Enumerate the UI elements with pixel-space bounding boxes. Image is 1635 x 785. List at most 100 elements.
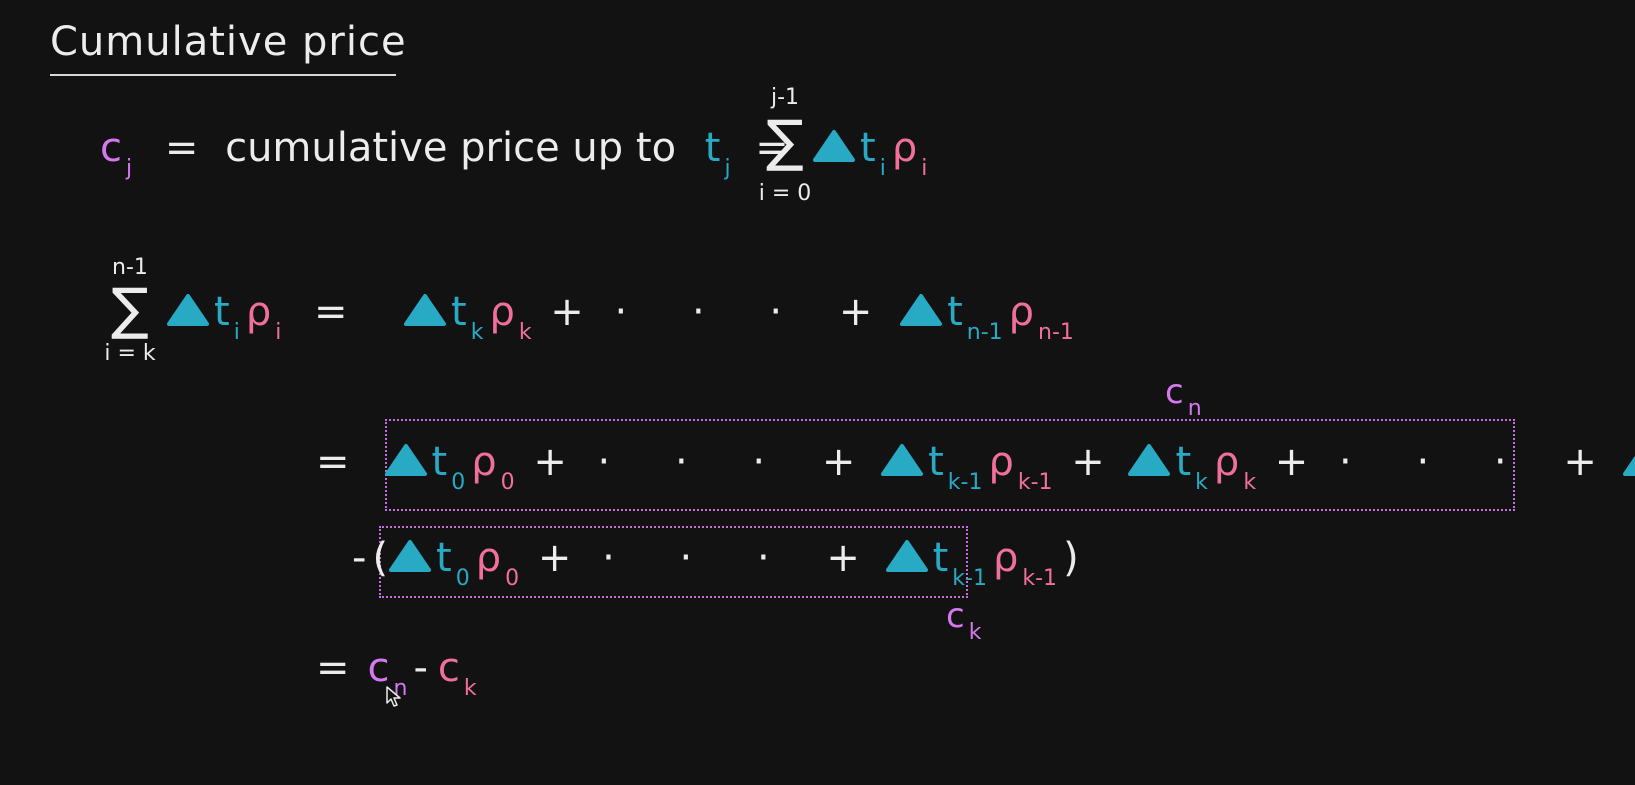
equals-sign: = <box>314 289 348 335</box>
t-subscript: k-1 <box>952 566 987 591</box>
c-symbol: c <box>946 596 965 636</box>
sum-lower-limit: i = 0 <box>758 181 812 206</box>
summation-k: n-1 ∑ i = k <box>90 255 170 385</box>
summation-j: j-1 ∑ i = 0 <box>745 85 825 215</box>
t-symbol: t <box>928 439 944 485</box>
sigma-symbol: ∑ <box>766 109 804 174</box>
p-symbol: ρ <box>1008 289 1035 335</box>
ellipsis: · · · <box>1339 439 1533 485</box>
t-subscript: k-1 <box>947 470 983 495</box>
plus-sign: + <box>1563 439 1597 485</box>
delta-triangle-icon <box>900 294 943 326</box>
c-subscript: n <box>393 676 408 701</box>
page-title: Cumulative price <box>50 19 407 65</box>
delta-triangle-icon <box>384 444 427 476</box>
title-underline <box>50 74 396 76</box>
t-subscript: i <box>233 320 240 345</box>
t-symbol: t <box>704 125 721 171</box>
t-subscript: j <box>724 156 731 181</box>
delta-triangle-icon <box>404 294 446 326</box>
equals-sign: = <box>164 125 199 171</box>
equals-sign: = <box>755 125 789 171</box>
p-subscript: i <box>275 320 282 345</box>
t-subscript: 0 <box>455 566 470 591</box>
p-subscript: k <box>1243 470 1257 495</box>
plus-sign: + <box>1274 439 1309 485</box>
c-subscript: k <box>968 620 982 645</box>
p-subscript: k-1 <box>1017 470 1053 495</box>
ellipsis: · · · <box>614 289 809 335</box>
p-subscript: 0 <box>505 566 520 591</box>
t-subscript: i <box>879 156 886 181</box>
p-subscript: k <box>518 320 532 345</box>
delta-triangle-icon <box>885 540 928 572</box>
p-symbol: ρ <box>891 125 918 171</box>
p-symbol: ρ <box>489 289 515 335</box>
p-subscript: 0 <box>500 470 515 495</box>
ellipsis: · · · <box>602 535 796 581</box>
p-symbol: ρ <box>988 439 1014 485</box>
sigma-symbol: ∑ <box>111 277 149 342</box>
c-symbol: c <box>437 645 460 691</box>
t-symbol: t <box>451 289 467 335</box>
delta-triangle-icon <box>1622 455 1635 476</box>
plus-sign: + <box>533 439 567 485</box>
title-block: Cumulative price <box>50 19 407 76</box>
p-symbol: ρ <box>475 535 502 581</box>
p-symbol: ρ <box>992 535 1019 581</box>
t-symbol: t <box>860 125 876 171</box>
t-subscript: k <box>1195 470 1208 495</box>
ck-dotted-box <box>379 526 968 598</box>
t-symbol: t <box>947 289 963 335</box>
t-subscript: n-1 <box>966 320 1003 345</box>
t-subscript: k <box>470 320 484 345</box>
mouse-cursor-icon <box>386 686 401 707</box>
left-parenthesis: ( <box>372 535 389 581</box>
p-subscript: n-1 <box>1038 320 1074 345</box>
c-symbol: c <box>1165 372 1184 412</box>
sum-upper-limit: n-1 <box>112 255 148 280</box>
p-symbol: ρ <box>245 289 272 335</box>
minus-sign: - <box>413 645 428 691</box>
delta-triangle-icon <box>881 444 924 476</box>
ellipsis: · · · <box>597 439 792 485</box>
plus-sign: + <box>826 535 860 581</box>
plus-sign: + <box>1071 439 1105 485</box>
equals-sign: = <box>316 439 350 485</box>
sum-lower-limit: i = k <box>104 341 156 366</box>
minus-sign: - <box>352 535 367 581</box>
plus-sign: + <box>838 289 873 335</box>
plus-sign: + <box>537 535 572 581</box>
c-symbol: c <box>100 125 122 171</box>
c-symbol: c <box>367 645 390 691</box>
t-symbol: t <box>214 289 230 335</box>
p-subscript: k-1 <box>1022 566 1058 591</box>
c-subscript: k <box>463 676 477 701</box>
delta-triangle-icon <box>813 130 855 162</box>
t-subscript: 0 <box>451 470 466 495</box>
t-symbol: t <box>932 535 949 581</box>
p-subscript: i <box>921 156 928 181</box>
c-subscript: j <box>126 156 133 181</box>
delta-triangle-icon <box>167 294 209 326</box>
plus-sign: + <box>821 439 856 485</box>
t-symbol: t <box>436 535 452 581</box>
p-symbol: ρ <box>1213 439 1240 485</box>
plus-sign: + <box>550 289 584 335</box>
equals-sign: = <box>316 645 350 691</box>
cn-dotted-box <box>385 419 1515 511</box>
p-symbol: ρ <box>471 439 497 485</box>
t-symbol: t <box>1175 439 1192 485</box>
definition-text: cumulative price up to <box>225 125 677 171</box>
t-symbol: t <box>431 439 448 485</box>
